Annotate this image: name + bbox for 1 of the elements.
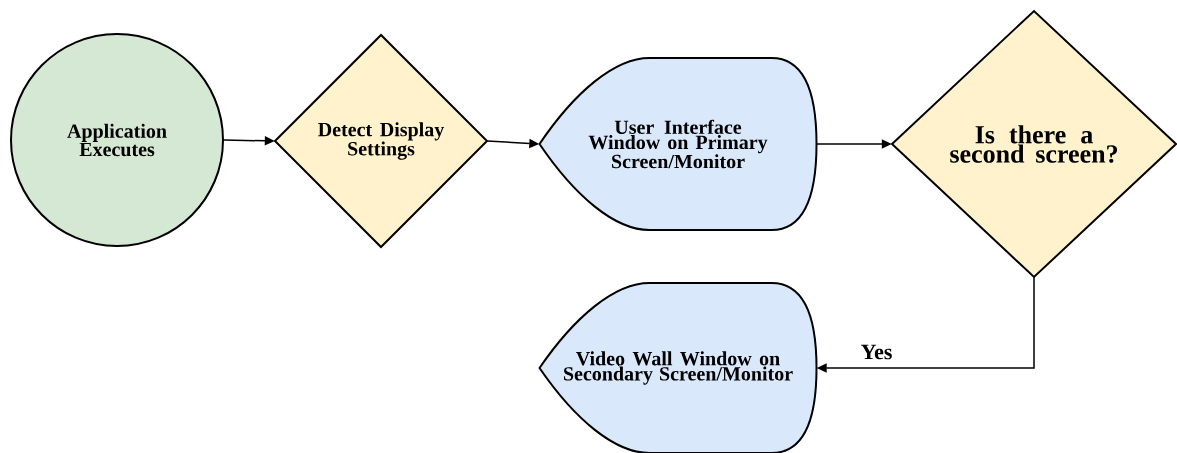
edge-label: Yes [859,343,894,361]
